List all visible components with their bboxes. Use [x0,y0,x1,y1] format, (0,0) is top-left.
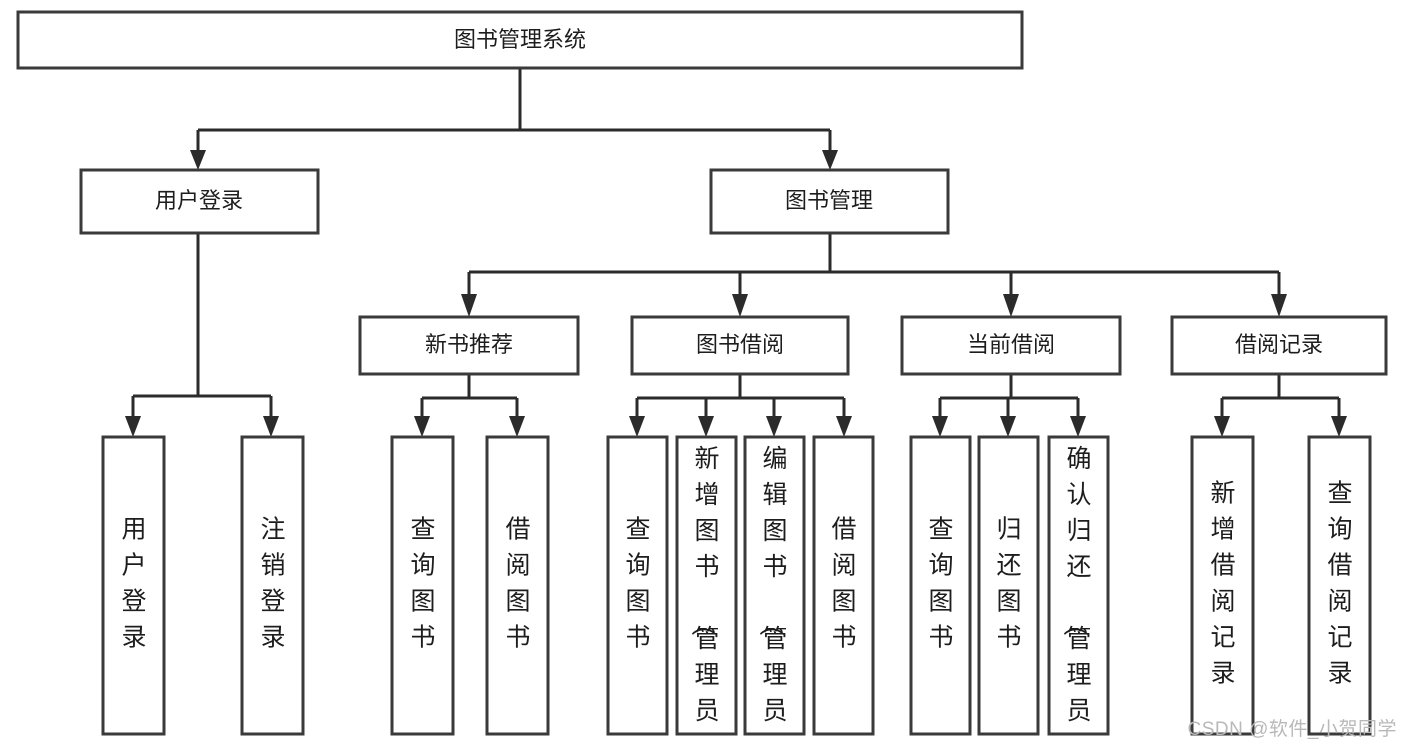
connector-root-to-level2 [190,68,838,170]
connector-book-management-to-level3 [461,233,1287,317]
connector-new-book-recommend-to-leaves [414,374,525,437]
node-leaf-add-record[interactable]: 新增借阅记录 [1190,435,1255,736]
node-leaf-user-login-label: 用户登录 [121,516,146,652]
node-leaf-query-book-1-label: 查询图书 [410,516,435,652]
node-book-management[interactable]: 图书管理 [709,168,950,235]
csdn-watermark: CSDN @软件_小贺同学 [1187,719,1397,740]
node-root[interactable]: 图书管理系统 [16,10,1024,70]
node-leaf-add-book[interactable]: 新增图书（管理员） [675,435,738,747]
node-leaf-query-book-3[interactable]: 查询图书 [909,435,972,736]
node-leaf-query-record-label: 查询借阅记录 [1327,480,1352,688]
node-leaf-query-book-1[interactable]: 查询图书 [390,435,455,736]
node-leaf-confirm-return-label: 确认归还（管理员） [1060,445,1091,747]
node-user-login[interactable]: 用户登录 [79,168,320,235]
node-new-book-recommend-label: 新书推荐 [425,332,513,357]
node-leaf-query-record[interactable]: 查询借阅记录 [1307,435,1372,736]
node-leaf-borrow-book-2-label: 借阅图书 [831,516,856,652]
node-leaf-borrow-book-2[interactable]: 借阅图书 [812,435,875,736]
node-leaf-confirm-return[interactable]: 确认归还（管理员） [1047,435,1110,747]
node-leaf-borrow-book-1-label: 借阅图书 [505,516,530,652]
node-leaf-user-login[interactable]: 用户登录 [101,435,166,736]
node-book-borrow[interactable]: 图书借阅 [630,315,850,376]
node-borrow-record[interactable]: 借阅记录 [1170,315,1388,376]
connector-current-borrow-to-leaves [932,374,1086,437]
node-leaf-return-book-label: 归还图书 [996,516,1021,652]
node-leaf-query-book-3-label: 查询图书 [928,516,953,652]
node-leaf-add-book-label: 新增图书（管理员） [688,445,719,747]
node-borrow-record-label: 借阅记录 [1235,332,1323,357]
node-leaf-logout[interactable]: 注销登录 [240,435,305,736]
node-leaf-logout-label: 注销登录 [260,516,285,652]
node-new-book-recommend[interactable]: 新书推荐 [358,315,580,376]
connector-user-login-to-leaves [125,233,279,437]
node-book-management-label: 图书管理 [785,188,873,213]
node-leaf-query-book-2[interactable]: 查询图书 [606,435,669,736]
node-book-borrow-label: 图书借阅 [696,332,784,357]
node-leaf-edit-book-label: 编辑图书（管理员） [756,445,787,747]
node-root-label: 图书管理系统 [454,27,586,52]
node-leaf-add-record-label: 新增借阅记录 [1210,480,1235,688]
node-current-borrow-label: 当前借阅 [967,332,1055,357]
node-leaf-return-book[interactable]: 归还图书 [977,435,1040,736]
connector-borrow-record-to-leaves [1214,374,1347,437]
node-user-login-label: 用户登录 [155,188,243,213]
node-leaf-query-book-2-label: 查询图书 [625,516,650,652]
connector-book-borrow-to-leaves [629,374,852,437]
node-leaf-borrow-book-1[interactable]: 借阅图书 [485,435,550,736]
node-leaf-edit-book[interactable]: 编辑图书（管理员） [743,435,806,747]
node-current-borrow[interactable]: 当前借阅 [900,315,1122,376]
